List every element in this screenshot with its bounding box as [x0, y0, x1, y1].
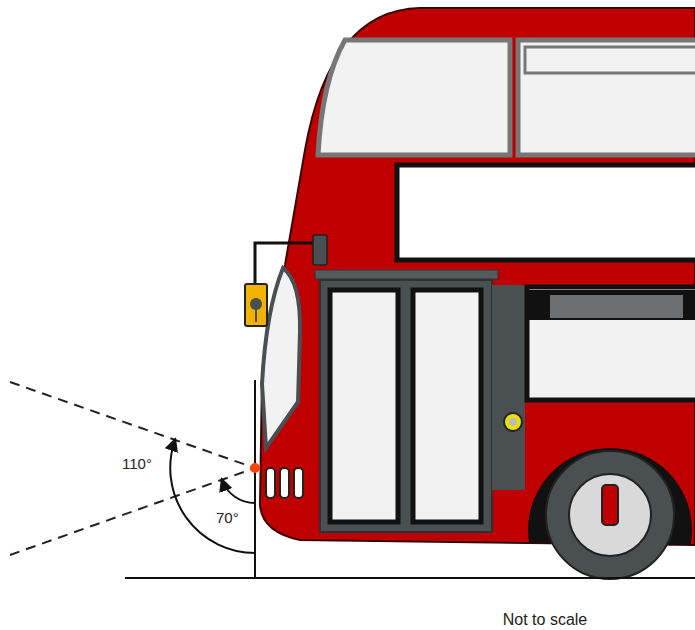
ground-line — [125, 577, 695, 579]
grille-slot — [294, 468, 303, 498]
upper-window — [318, 40, 510, 155]
angle-label: 110° — [122, 456, 152, 471]
wheel-arch — [528, 448, 692, 612]
sight-line — [10, 468, 255, 555]
upper-window — [518, 40, 695, 155]
destination-display — [397, 165, 695, 260]
door-canopy — [315, 270, 498, 279]
mirror — [313, 235, 327, 265]
indicator-light — [245, 284, 267, 326]
window-vent — [550, 295, 683, 318]
side-light-lens — [509, 418, 517, 426]
lower-window — [527, 287, 695, 400]
angle-arc — [222, 480, 255, 503]
indicator-stem — [255, 304, 257, 322]
upper-window-vent — [525, 47, 695, 73]
wheel-hub — [569, 474, 651, 556]
vertical-reference — [254, 380, 256, 578]
mirror-arm — [255, 243, 316, 286]
door-panel — [413, 290, 481, 522]
side-light — [504, 413, 522, 431]
side-pillar — [492, 285, 525, 490]
hub-badge — [602, 485, 618, 525]
angle-arc — [170, 440, 255, 553]
scale-note: Not to scale — [503, 612, 587, 628]
grille-slot — [280, 468, 289, 498]
window-band — [529, 290, 695, 320]
wheel-tyre — [546, 451, 674, 579]
eye-point — [250, 463, 260, 473]
door-panel — [330, 290, 398, 522]
angle-label: 70° — [216, 510, 239, 525]
door — [320, 280, 492, 532]
grille-slot — [266, 468, 275, 498]
